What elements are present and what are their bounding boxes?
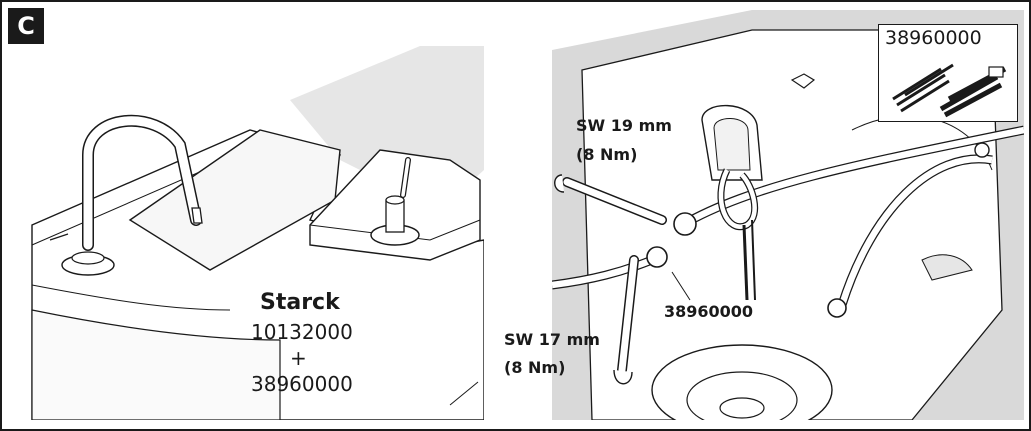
inset-kit-code: 38960000 xyxy=(885,27,982,49)
rod-short xyxy=(751,219,756,301)
section-badge: C xyxy=(8,8,44,44)
lever-stick xyxy=(401,158,410,197)
kit-rods-illustration xyxy=(892,63,1007,118)
drain-hole xyxy=(719,397,765,419)
brand-name: Starck xyxy=(260,290,340,315)
fitting-upper xyxy=(673,212,697,236)
bracket-inner xyxy=(713,118,751,171)
kit-rod-2 xyxy=(896,73,946,107)
wrench-19-size-label: SW 19 mm xyxy=(576,116,672,135)
wrench-17-handle xyxy=(618,256,638,374)
faucet-spout-fill xyxy=(83,116,201,250)
faucet-lever-small xyxy=(49,233,69,241)
lever-body xyxy=(385,199,405,233)
valve-detail xyxy=(921,254,973,281)
right-deck-line xyxy=(309,219,481,241)
wrench-19-handle xyxy=(563,178,666,224)
kit-callout-label: 38960000 xyxy=(662,302,756,321)
kit-rod-1 xyxy=(892,67,942,101)
drain-inner xyxy=(686,371,798,420)
kit-hose-2 xyxy=(943,82,1003,118)
wrench-19-head xyxy=(554,174,565,193)
kit-rod-4 xyxy=(904,63,954,97)
hose-long xyxy=(680,126,1024,228)
wrench-17-size-label: SW 17 mm xyxy=(504,330,600,349)
callout-leader xyxy=(671,271,691,301)
kit-rod-3 xyxy=(900,79,950,113)
basin-front-edge xyxy=(31,284,231,311)
plus-sign: + xyxy=(290,346,307,370)
wrench-17-head xyxy=(613,369,633,385)
raised-platform xyxy=(128,129,341,271)
fitting-far-right xyxy=(974,142,990,158)
rod-long xyxy=(742,224,749,301)
hose-right xyxy=(838,155,993,306)
faucet-illustration xyxy=(31,46,484,420)
edge-detail-line xyxy=(449,381,479,406)
kit-hose-1 xyxy=(939,74,999,112)
wrench-19-torque-label: (8 Nm) xyxy=(576,145,638,164)
basin-underside xyxy=(581,29,1003,420)
fitting-lower xyxy=(646,246,668,268)
hose-loop xyxy=(718,168,757,229)
lever-cap xyxy=(385,195,405,205)
supply-hose xyxy=(552,256,654,289)
kit-product-code: 38960000 xyxy=(251,372,353,396)
faucet-illustration-panel xyxy=(10,10,484,420)
faucet-base-top xyxy=(71,251,105,265)
fitting-right xyxy=(827,298,847,318)
kit-nut xyxy=(988,66,1004,78)
lower-shelf xyxy=(31,309,281,420)
kit-contents-inset: 38960000 xyxy=(878,24,1018,122)
wrench-17-torque-label: (8 Nm) xyxy=(504,358,566,377)
spout-aerator xyxy=(191,207,203,224)
faucet-product-code: 10132000 xyxy=(251,320,353,344)
wing-nut xyxy=(790,73,816,89)
